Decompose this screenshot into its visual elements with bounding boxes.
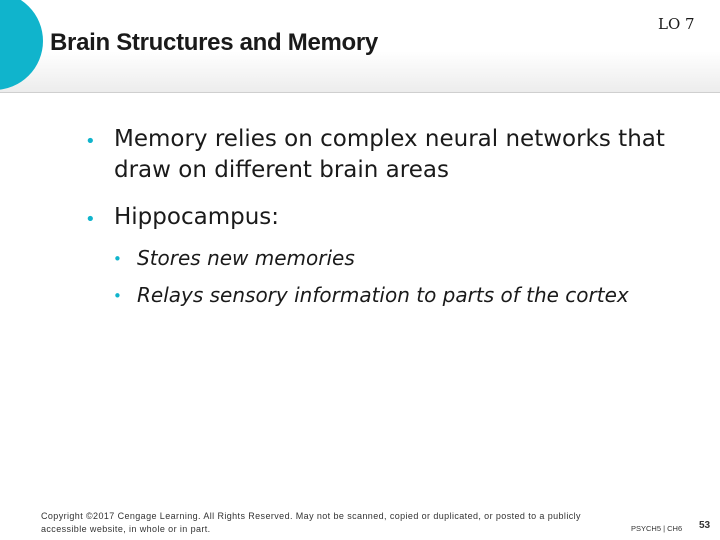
copyright-notice: Copyright ©2017 Cengage Learning. All Ri… bbox=[41, 511, 581, 534]
course-label: PSYCH5 | CH6 bbox=[631, 524, 683, 533]
page-number: 53 bbox=[699, 520, 711, 531]
sub-bullet-text: Stores new memories bbox=[137, 246, 355, 270]
slide-title: Brain Structures and Memory bbox=[50, 29, 378, 56]
bullet-item: • Memory relies on complex neural networ… bbox=[85, 124, 704, 186]
sub-bullet-item: • Relays sensory information to parts of… bbox=[113, 282, 629, 308]
sub-bullet-item: • Stores new memories bbox=[113, 245, 355, 271]
sub-bullet-text: Relays sensory information to parts of t… bbox=[137, 283, 629, 307]
title-divider bbox=[0, 92, 720, 93]
bullet-icon: • bbox=[85, 209, 96, 230]
bullet-text: Hippocampus: bbox=[114, 204, 280, 230]
bullet-icon: • bbox=[113, 287, 122, 305]
learning-objective-label: LO 7 bbox=[658, 15, 695, 33]
bullet-icon: • bbox=[85, 131, 96, 152]
title-bar bbox=[0, 0, 720, 93]
bullet-icon: • bbox=[113, 250, 122, 268]
bullet-item: • Hippocampus: bbox=[85, 202, 704, 233]
bullet-text: Memory relies on complex neural networks… bbox=[114, 126, 665, 183]
